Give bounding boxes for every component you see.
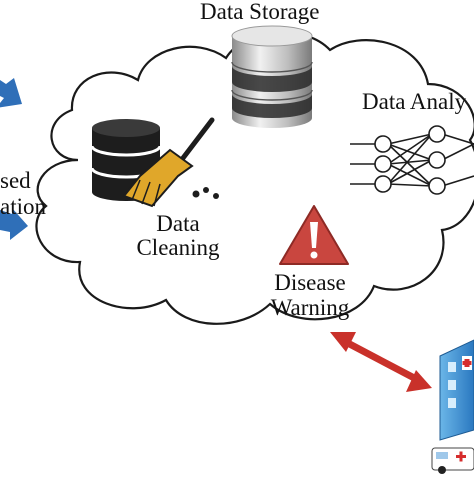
left-label-2: ation [0, 194, 46, 219]
database-icon [231, 25, 313, 128]
disease-warning-label-2: Warning [270, 295, 350, 320]
data-storage-label: Data Storage [200, 0, 320, 24]
data-cleaning-label-1: Data [156, 211, 200, 236]
ambulance-icon [431, 447, 474, 474]
left-label-1: sed [0, 168, 31, 193]
hospital-icon [439, 339, 474, 441]
warning-triangle-icon [279, 205, 349, 265]
data-cleaning-label-2: Cleaning [136, 235, 220, 260]
data-analysis-label: Data Analy [362, 89, 467, 114]
arrow-icon [330, 332, 432, 392]
cloud-outline [35, 31, 474, 325]
neural-network-icon [350, 125, 474, 195]
broom-database-icon [90, 117, 219, 208]
disease-warning-label-1: Disease [274, 270, 346, 295]
arrow-icon [0, 78, 22, 108]
arrow-icon [0, 208, 28, 240]
